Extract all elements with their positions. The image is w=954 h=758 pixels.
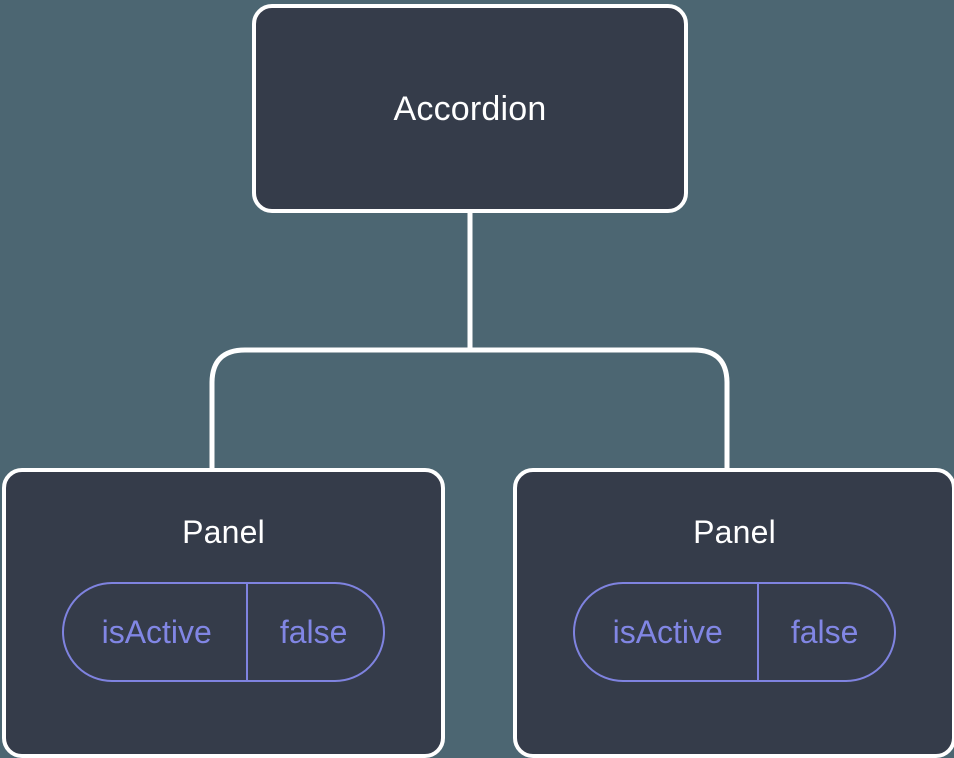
prop-key-isactive: isActive: [612, 614, 723, 650]
prop-value-isactive: false: [245, 584, 384, 680]
node-accordion-label: Accordion: [393, 89, 547, 128]
prop-key-isactive: isActive: [101, 614, 212, 650]
prop-pill-panel-2[interactable]: isActive false: [572, 582, 897, 682]
edge-bus-left: [470, 347, 730, 470]
node-panel-2[interactable]: Panel isActive false: [513, 468, 954, 758]
edge-bus-right: [209, 347, 470, 470]
node-panel-1[interactable]: Panel isActive false: [2, 468, 445, 758]
node-panel-1-label: Panel: [182, 514, 265, 550]
prop-value-isactive: false: [756, 584, 895, 680]
component-tree-diagram: Accordion Panel isActive false Panel isA…: [2, 4, 954, 758]
node-panel-2-label: Panel: [693, 514, 776, 550]
node-accordion[interactable]: Accordion: [252, 4, 688, 213]
prop-pill-panel-1[interactable]: isActive false: [61, 582, 386, 682]
